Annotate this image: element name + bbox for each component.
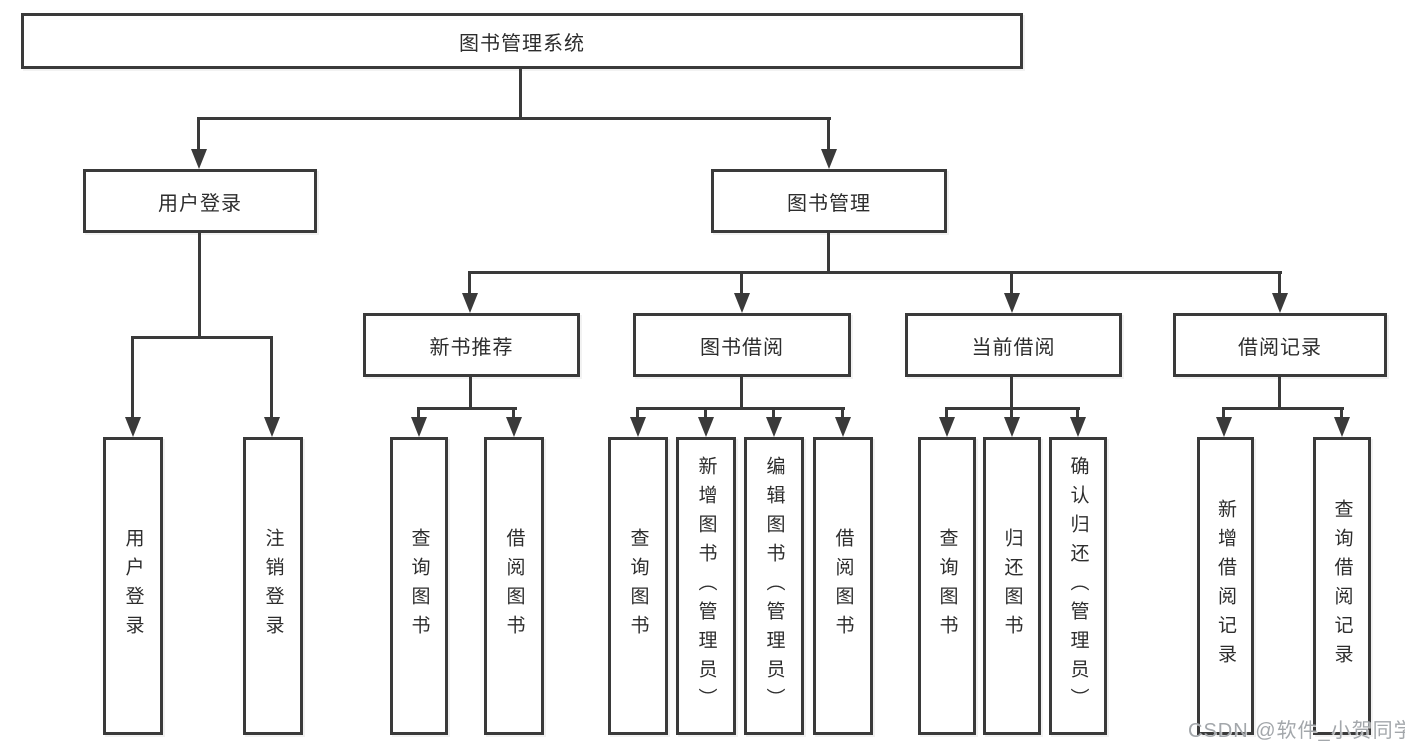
leaf-query-books-borrowing: 查询图书 — [608, 437, 668, 735]
node-new-book-recommendation: 新书推荐 — [363, 313, 580, 377]
connector-group3-stub — [1010, 375, 1013, 410]
arrow-leaf — [945, 408, 948, 417]
leaf-label: 借阅图书 — [832, 528, 854, 644]
arrow-leaf — [1010, 408, 1013, 417]
arrow-to-leaf-user-login — [131, 337, 134, 417]
node-library-system: 图书管理系统 — [21, 13, 1023, 69]
arrow-leaf — [512, 408, 515, 417]
arrow-to-current-borrowing — [1010, 272, 1013, 293]
leaf-query-books-current: 查询图书 — [918, 437, 976, 735]
leaf-label: 用户登录 — [122, 528, 144, 644]
arrow-to-book-management — [827, 118, 830, 149]
arrow-leaf — [841, 408, 844, 417]
connector-group1-hline — [417, 407, 517, 410]
leaf-confirm-return-admin: 确认归还（管理员） — [1049, 437, 1107, 735]
node-user-login: 用户登录 — [83, 169, 317, 233]
csdn-watermark: CSDN @软件_小贺同学 — [1188, 720, 1405, 742]
connector-group2-hline — [636, 407, 845, 410]
connector-group2-stub — [740, 375, 743, 410]
leaf-user-login: 用户登录 — [103, 437, 163, 735]
connector-user-login-hline — [131, 336, 273, 339]
arrow-leaf — [1076, 408, 1079, 417]
node-label: 图书管理系统 — [459, 32, 585, 55]
node-label: 新书推荐 — [429, 336, 514, 359]
connector-book-management-stub — [827, 231, 830, 274]
arrow-leaf — [636, 408, 639, 417]
leaf-label: 归还图书 — [1001, 528, 1023, 644]
connector-level2-hline — [468, 271, 1282, 274]
connector-root-hline — [197, 117, 831, 120]
leaf-query-books-recommend: 查询图书 — [390, 437, 448, 735]
arrow-leaf — [704, 408, 707, 417]
arrow-leaf — [1222, 408, 1225, 417]
node-current-borrowing: 当前借阅 — [905, 313, 1122, 377]
leaf-label: 新增借阅记录 — [1215, 499, 1236, 673]
node-label: 用户登录 — [158, 192, 242, 215]
arrow-to-book-borrowing — [740, 272, 743, 293]
leaf-label: 注销登录 — [262, 528, 284, 644]
arrow-leaf — [1340, 408, 1343, 417]
leaf-label: 查询图书 — [627, 528, 649, 644]
connector-user-login-stub — [198, 231, 201, 339]
leaf-query-borrow-record: 查询借阅记录 — [1313, 437, 1371, 735]
leaf-label: 查询借阅记录 — [1331, 499, 1353, 673]
node-book-management: 图书管理 — [711, 169, 947, 233]
leaf-label: 新增图书（管理员） — [695, 455, 717, 717]
node-label: 当前借阅 — [971, 336, 1056, 359]
arrow-to-user-login — [197, 118, 200, 149]
leaf-return-books: 归还图书 — [983, 437, 1041, 735]
node-label: 借阅记录 — [1238, 336, 1322, 359]
leaf-borrow-books-recommend: 借阅图书 — [484, 437, 544, 735]
arrow-to-new-book-recommendation — [468, 272, 471, 293]
connector-group4-hline — [1222, 407, 1344, 410]
leaf-add-books-admin: 新增图书（管理员） — [676, 437, 736, 735]
leaf-label: 借阅图书 — [503, 528, 525, 644]
node-borrowing-records: 借阅记录 — [1173, 313, 1387, 377]
leaf-logout-login: 注销登录 — [243, 437, 303, 735]
node-label: 图书管理 — [787, 192, 871, 215]
leaf-add-borrow-record: 新增借阅记录 — [1197, 437, 1254, 735]
leaf-label: 查询图书 — [936, 528, 958, 644]
connector-group4-stub — [1278, 375, 1281, 410]
leaf-label: 编辑图书（管理员） — [763, 455, 785, 717]
leaf-borrow-books: 借阅图书 — [813, 437, 873, 735]
leaf-edit-books-admin: 编辑图书（管理员） — [744, 437, 804, 735]
leaf-label: 确认归还（管理员） — [1067, 455, 1089, 717]
arrow-to-leaf-logout — [270, 337, 273, 417]
arrow-to-borrowing-records — [1278, 272, 1281, 293]
node-book-borrowing: 图书借阅 — [633, 313, 851, 377]
node-label: 图书借阅 — [700, 336, 784, 359]
arrow-leaf — [772, 408, 775, 417]
connector-root-stub — [519, 67, 522, 119]
leaf-label: 查询图书 — [408, 528, 430, 644]
arrow-leaf — [417, 408, 420, 417]
connector-group1-stub — [469, 375, 472, 410]
